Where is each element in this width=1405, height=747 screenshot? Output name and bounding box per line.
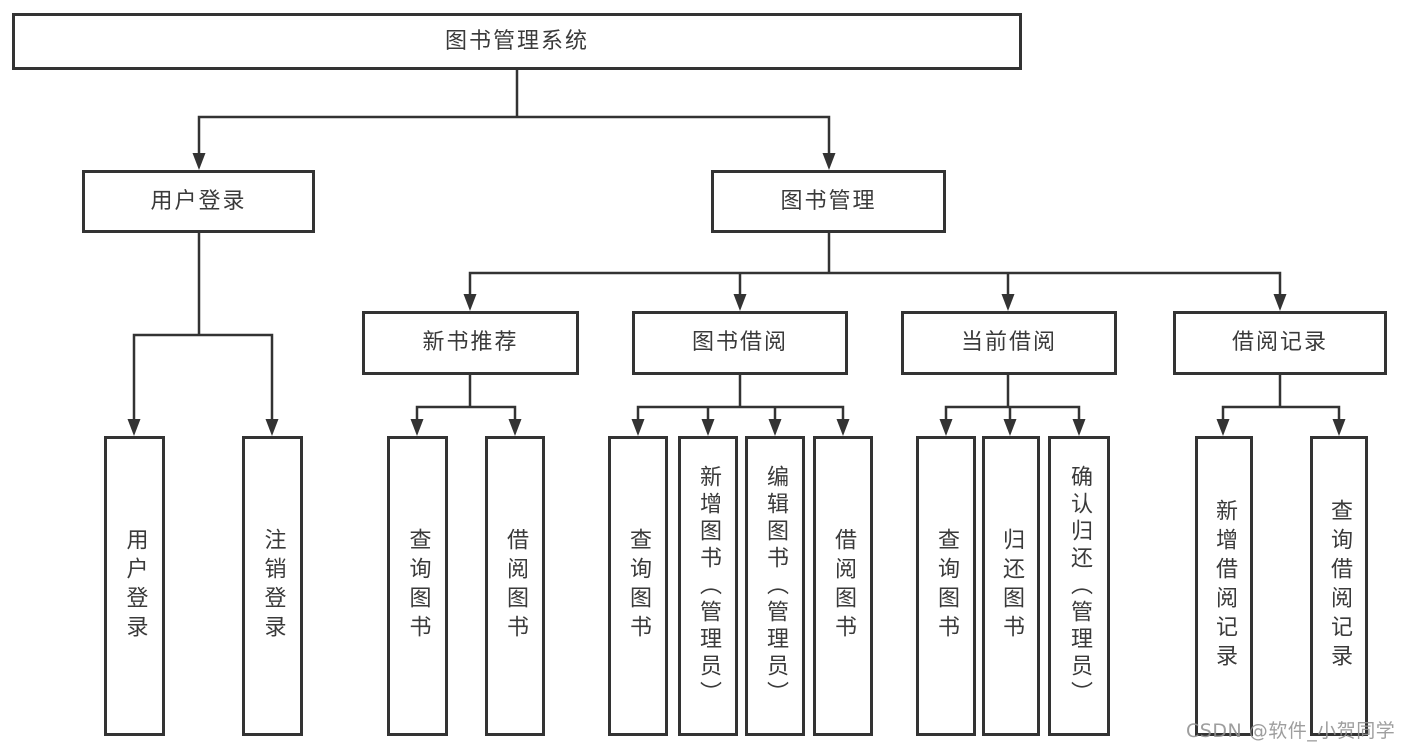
leaf-query-books-borrowing: 查询图书: [608, 436, 668, 736]
node-current-borrowing: 当前借阅: [901, 311, 1117, 375]
leaf-borrow-books-recommend: 借阅图书: [485, 436, 545, 736]
node-root-library-system: 图书管理系统: [12, 13, 1022, 70]
csdn-watermark: CSDN @软件_小贺同学: [1186, 720, 1396, 742]
leaf-query-books-recommend: 查询图书: [387, 436, 448, 736]
leaf-query-borrow-record: 查询借阅记录: [1310, 436, 1368, 736]
leaf-borrow-books-borrowing: 借阅图书: [813, 436, 873, 736]
leaf-user-login: 用户登录: [104, 436, 165, 736]
leaf-confirm-return-admin: 确认归还（管理员）: [1048, 436, 1110, 736]
node-user-login: 用户登录: [82, 170, 315, 233]
leaf-logout: 注销登录: [242, 436, 303, 736]
arrowheads: [127, 153, 1346, 436]
node-book-management: 图书管理: [711, 170, 946, 233]
leaf-query-books-current: 查询图书: [916, 436, 976, 736]
node-new-book-recommend: 新书推荐: [362, 311, 579, 375]
leaf-return-book: 归还图书: [982, 436, 1040, 736]
node-borrow-records: 借阅记录: [1173, 311, 1387, 375]
leaf-add-book-admin: 新增图书（管理员）: [678, 436, 738, 736]
leaf-edit-book-admin: 编辑图书（管理员）: [745, 436, 805, 736]
node-book-borrowing: 图书借阅: [632, 311, 848, 375]
leaf-add-borrow-record: 新增借阅记录: [1195, 436, 1253, 736]
